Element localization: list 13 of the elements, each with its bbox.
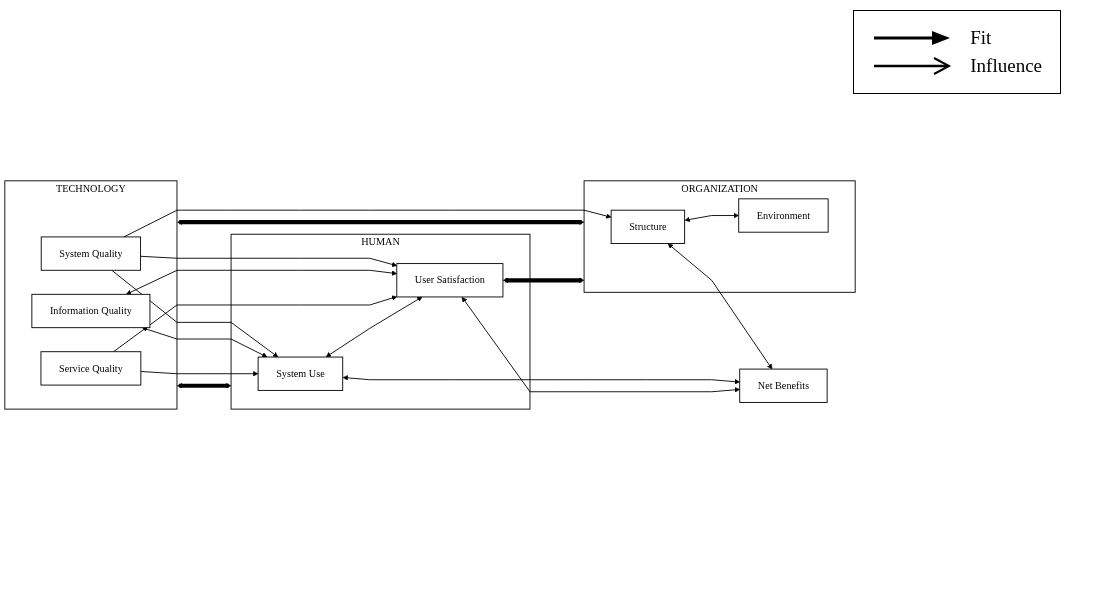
node-box: Net Benefits — [739, 368, 828, 403]
arrow — [502, 277, 585, 283]
legend-label: Influence — [970, 55, 1042, 77]
node-box: Structure — [610, 209, 686, 244]
arrow — [177, 219, 585, 225]
node-box: System Use — [257, 356, 344, 391]
arrow — [177, 383, 232, 389]
node-box: Information Quality — [31, 293, 151, 329]
node-box: Environment — [738, 198, 829, 233]
legend-label: Fit — [970, 27, 992, 49]
node-box: User Satisfaction — [396, 263, 504, 298]
node-box: System Quality — [40, 236, 141, 271]
node-box: Service Quality — [40, 351, 142, 386]
